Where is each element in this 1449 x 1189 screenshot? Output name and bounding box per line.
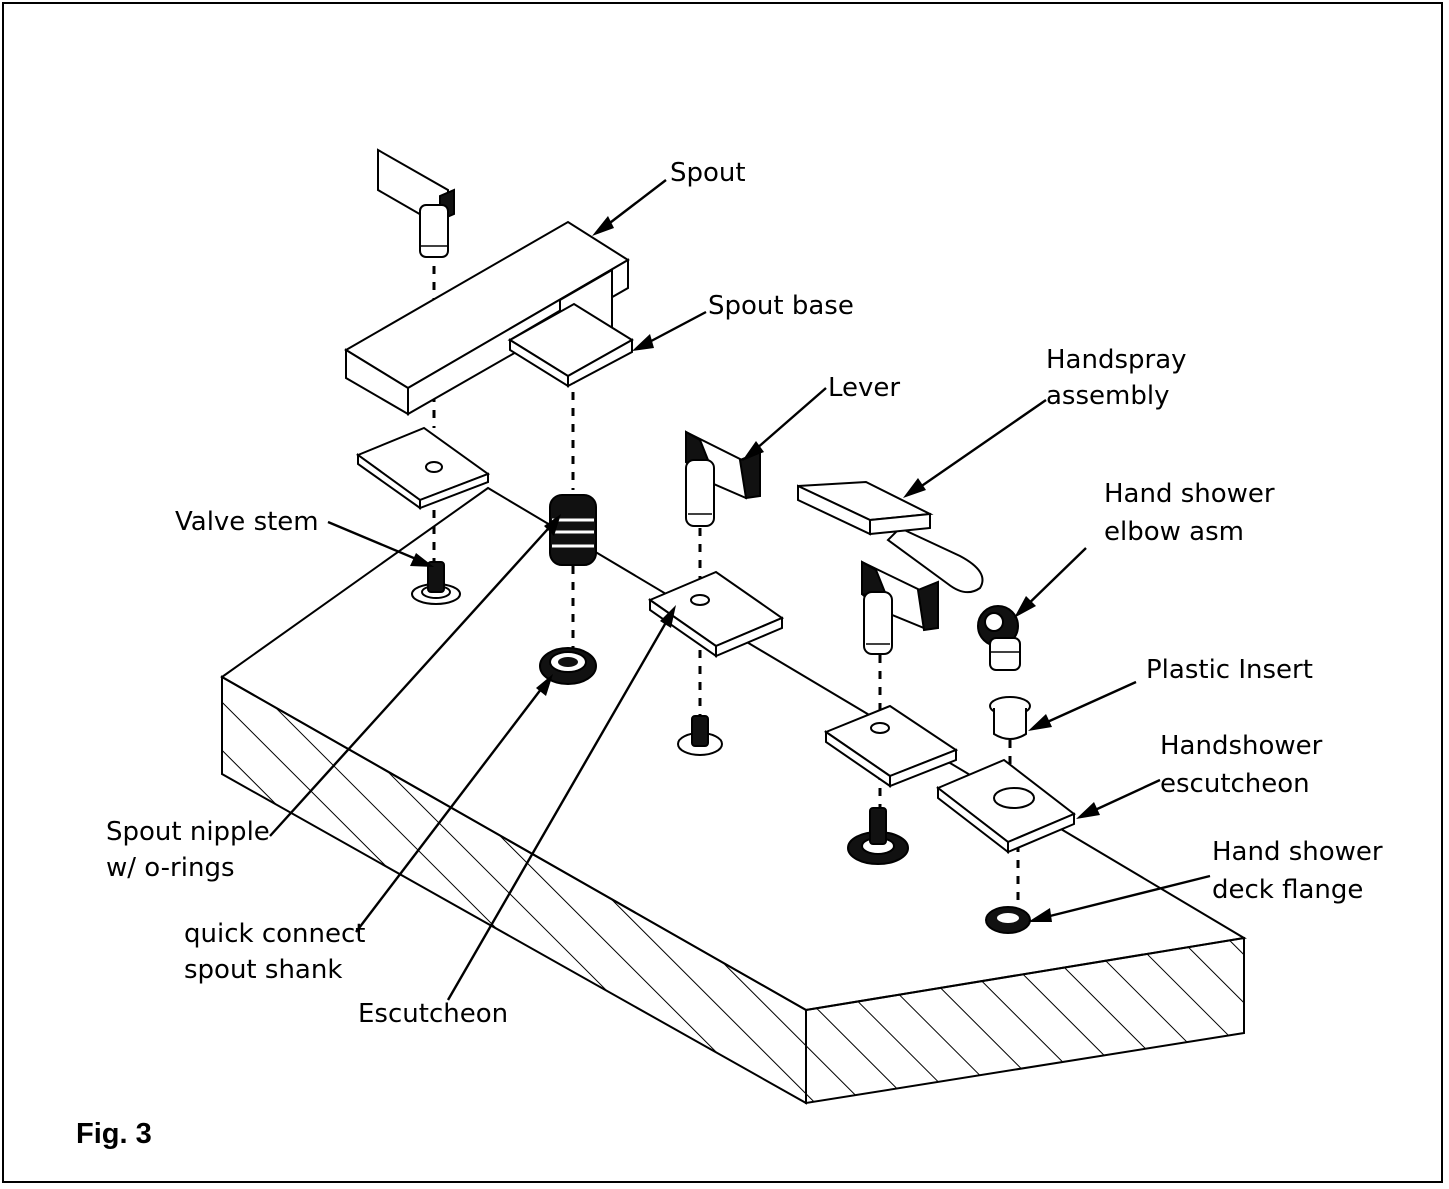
label-valve-stem: Valve stem <box>175 507 319 537</box>
label-hand-shower-elbow-2: elbow asm <box>1104 517 1244 547</box>
label-hand-shower-elbow-1: Hand shower <box>1104 479 1275 509</box>
left-escutcheon <box>355 426 491 510</box>
label-handshower-escutcheon-2: escutcheon <box>1160 769 1310 799</box>
hand-shower-elbow <box>977 605 1021 671</box>
spout-base <box>508 302 634 388</box>
right-escutcheon <box>823 704 959 788</box>
left-lever <box>377 148 455 258</box>
handshower-escutcheon-part <box>936 758 1076 855</box>
label-deck-flange-1: Hand shower <box>1212 837 1383 867</box>
middle-escutcheon <box>647 570 785 658</box>
label-quick-connect-2: spout shank <box>184 955 342 985</box>
quick-connect-shank <box>539 647 597 685</box>
label-plastic-insert: Plastic Insert <box>1146 655 1313 685</box>
label-spout-base: Spout base <box>708 291 854 321</box>
label-quick-connect-1: quick connect <box>184 919 365 949</box>
label-escutcheon: Escutcheon <box>358 999 508 1029</box>
label-handshower-escutcheon-1: Handshower <box>1160 731 1323 761</box>
leader-lines <box>269 179 1211 1001</box>
figure-caption: Fig. 3 <box>76 1118 152 1150</box>
label-handspray-1: Handspray <box>1046 345 1187 375</box>
label-lever: Lever <box>828 373 900 403</box>
valve-stem-right <box>847 807 909 865</box>
valve-stem-middle <box>677 715 723 756</box>
right-lever <box>861 560 939 655</box>
spout-nipple <box>549 494 597 566</box>
label-spout-nipple-2: w/ o-rings <box>106 853 235 883</box>
labels: Spout Spout base Lever Handspray assembl… <box>76 158 1383 1150</box>
plastic-insert <box>989 696 1031 740</box>
label-spout: Spout <box>670 158 746 188</box>
middle-lever <box>685 430 761 527</box>
valve-stem-left <box>411 561 461 605</box>
hand-shower-deck-flange <box>985 906 1031 934</box>
handspray-assembly <box>797 480 984 594</box>
label-deck-flange-2: deck flange <box>1212 875 1363 905</box>
label-spout-nipple-1: Spout nipple <box>106 817 270 847</box>
label-handspray-2: assembly <box>1046 381 1169 411</box>
deck-right-face <box>805 936 1245 1105</box>
